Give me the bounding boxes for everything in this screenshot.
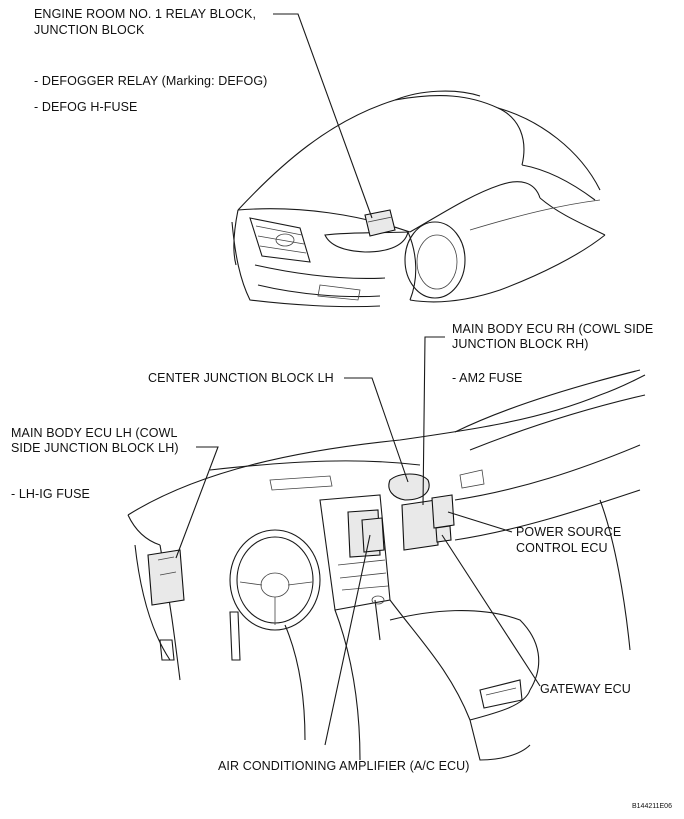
label-main-body-ecu-lh-2: SIDE JUNCTION BLOCK LH) (11, 441, 179, 455)
label-engine-room-relay-block: ENGINE ROOM NO. 1 RELAY BLOCK, (34, 7, 257, 21)
label-center-junction-block: CENTER JUNCTION BLOCK LH (148, 371, 334, 385)
leader-power-source (447, 511, 513, 533)
leader-gateway (441, 534, 541, 687)
leader-ac-amp (324, 534, 371, 746)
label-main-body-ecu-rh: MAIN BODY ECU RH (COWL SIDE (452, 322, 654, 336)
label-lh-ig-fuse: - LH-IG FUSE (11, 487, 90, 501)
leader-engine-room (273, 13, 373, 219)
label-engine-room-junction-block: JUNCTION BLOCK (34, 23, 145, 37)
label-gateway-ecu: GATEWAY ECU (540, 682, 631, 696)
interior-illustration (127, 369, 646, 761)
label-defogger-relay: - DEFOGGER RELAY (Marking: DEFOG) (34, 74, 268, 88)
car-exterior-illustration (231, 90, 606, 308)
label-ac-amplifier: AIR CONDITIONING AMPLIFIER (A/C ECU) (218, 759, 470, 773)
leader-center-jb (344, 377, 409, 483)
label-power-source-control-ecu: POWER SOURCE (516, 525, 622, 539)
leader-main-body-rh (422, 336, 445, 506)
figure-code: B144211E06 (632, 803, 672, 810)
label-defog-fuse: - DEFOG H-FUSE (34, 100, 138, 114)
label-am2-fuse: - AM2 FUSE (452, 371, 523, 385)
label-power-source-control-ecu-2: CONTROL ECU (516, 541, 608, 555)
label-main-body-ecu-rh-2: JUNCTION BLOCK RH) (452, 337, 589, 351)
label-main-body-ecu-lh: MAIN BODY ECU LH (COWL (11, 426, 178, 440)
leader-main-body-lh (175, 446, 219, 559)
